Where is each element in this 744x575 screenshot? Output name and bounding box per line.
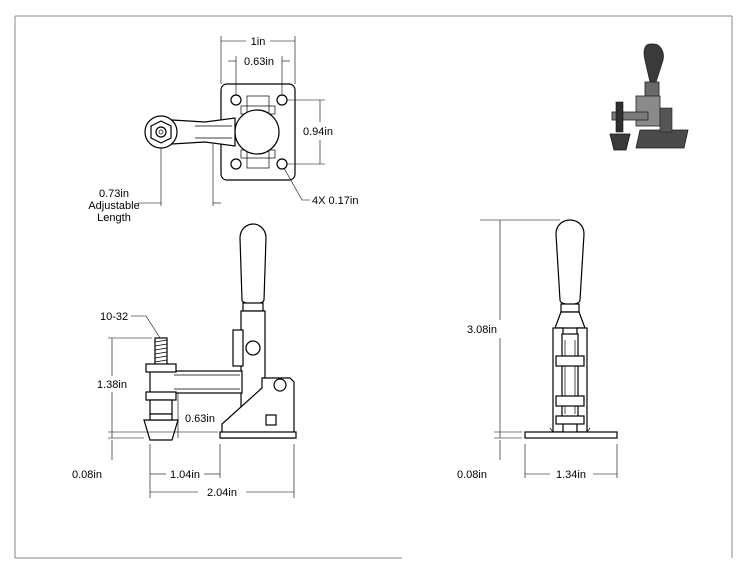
dim-holes-note: 4X 0.17in bbox=[312, 195, 358, 207]
dim-spindle-offset: 1.04in bbox=[170, 469, 200, 481]
top-view: 1in 0.63in 0.94in 0.73in Adjustable Leng… bbox=[88, 36, 358, 224]
dim-side-base-thickness: 0.08in bbox=[72, 469, 102, 481]
isometric-view bbox=[609, 43, 689, 151]
dim-base-to-center: 0.63in bbox=[185, 413, 215, 425]
dim-adjustable-value: 0.73in bbox=[99, 188, 129, 200]
dim-adjustable-line1: Adjustable bbox=[88, 200, 139, 212]
dim-front-base-thickness: 0.08in bbox=[457, 469, 487, 481]
dim-width-overall: 1in bbox=[251, 36, 266, 48]
dim-overall-height: 3.08in bbox=[467, 324, 497, 336]
dim-overall-length: 2.04in bbox=[207, 487, 237, 499]
dim-thread: 10-32 bbox=[100, 311, 128, 323]
dim-base-width: 1.34in bbox=[556, 469, 586, 481]
dim-hole-spacing-x: 0.63in bbox=[244, 56, 274, 68]
dim-spindle-height: 1.38in bbox=[97, 379, 127, 391]
front-view: 3.08in 0.08in 1.34in bbox=[457, 219, 618, 481]
dim-hole-spacing-y: 0.94in bbox=[303, 126, 333, 138]
dim-adjustable-line2: Length bbox=[97, 212, 131, 224]
side-view: 10-32 1.38in 0.63in 0.08in 1.04in 2.04in bbox=[72, 223, 297, 499]
